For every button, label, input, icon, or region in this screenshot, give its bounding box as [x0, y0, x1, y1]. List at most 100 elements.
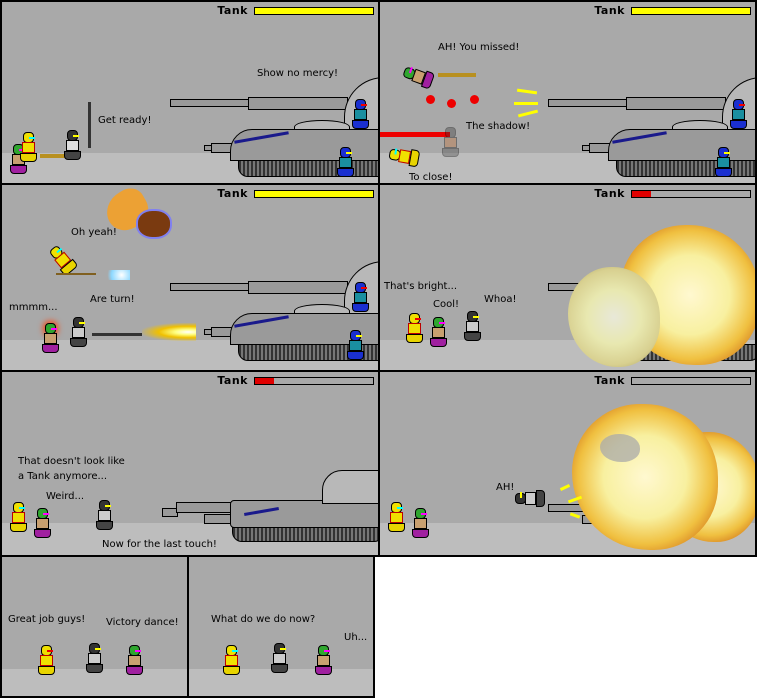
dialogue-thats-bright: That's bright... — [384, 281, 458, 292]
explosion-smoke-hole — [600, 434, 640, 462]
spear-weapon — [438, 73, 476, 77]
black-hero-flung — [515, 490, 545, 507]
dialogue-great-job: Great job guys! — [8, 614, 86, 625]
yellow-hero — [10, 502, 27, 532]
health-bar — [631, 189, 751, 198]
dialogue-oh-yeah: Oh yeah! — [71, 227, 117, 238]
red-laser-beam — [380, 132, 450, 137]
dialogue-doesnt-look-like-1: That doesn't look like — [18, 456, 125, 467]
comic-panel-8: What do we do now? Uh... — [187, 555, 375, 698]
black-hero — [96, 500, 113, 530]
floor — [2, 669, 187, 696]
tank-hull — [230, 129, 378, 161]
hud-label: Tank — [594, 374, 625, 387]
blue-villain-bottom — [337, 147, 354, 177]
comic-panel-7: Great job guys! Victory dance! — [0, 555, 189, 698]
health-bar — [254, 6, 374, 15]
dialogue-cool: Cool! — [433, 299, 460, 310]
dialogue-last-touch: Now for the last touch! — [102, 539, 217, 550]
health-fill — [255, 7, 373, 14]
dialogue-to-close: To close! — [409, 172, 453, 183]
tank-health-hud: Tank — [217, 4, 374, 17]
black-hero-shooting — [70, 317, 87, 347]
wreck-turret — [322, 470, 378, 504]
dialogue-what-now: What do we do now? — [211, 614, 316, 625]
dialogue-get-ready: Get ready! — [98, 115, 152, 126]
impact-line — [569, 512, 581, 519]
tank-upper-barrel-base — [248, 97, 348, 110]
floor — [189, 669, 373, 696]
rifle-weapon — [92, 333, 142, 336]
yellow-hero — [20, 132, 37, 162]
yellow-hero-surfing — [46, 243, 79, 277]
comic-panel-2: Tank AH! You missed! The shadow! To clos… — [378, 0, 757, 185]
dialogue-the-shadow: The shadow! — [466, 121, 531, 132]
health-bar — [631, 376, 751, 385]
tank-tread — [238, 160, 378, 177]
yellow-hero — [223, 645, 240, 675]
dialogue-are-turn: Are turn! — [90, 294, 135, 305]
wreck-tread — [232, 527, 378, 542]
tank-tread — [616, 160, 755, 177]
blue-villain-top — [352, 282, 369, 312]
board — [56, 273, 96, 275]
comic-panel-3: Tank Oh yeah! mmmm... Are turn! — [0, 183, 380, 372]
green-hero — [315, 645, 332, 675]
health-fill — [255, 190, 373, 197]
comic-panel-6: Tank AH! — [378, 370, 757, 557]
dialogue-doesnt-look-like-2: a Tank anymore... — [18, 471, 108, 482]
explosion-small — [568, 267, 660, 367]
hud-label: Tank — [217, 4, 248, 17]
red-blast-dot — [447, 99, 456, 108]
dialogue-victory-dance: Victory dance! — [106, 617, 179, 628]
dialogue-you-missed: AH! You missed! — [438, 42, 520, 53]
health-bar — [254, 376, 374, 385]
sword-weapon — [88, 102, 91, 148]
tank-health-hud: Tank — [594, 374, 751, 387]
green-hero — [126, 645, 143, 675]
tank-upper-barrel — [170, 283, 250, 291]
green-hero — [34, 508, 51, 538]
blue-villain-top — [730, 99, 747, 129]
explosion-final — [572, 404, 718, 550]
blue-villain-bottom — [715, 147, 732, 177]
dialogue-whoa: Whoa! — [484, 294, 517, 305]
blue-villain-bottom — [347, 330, 364, 360]
dialogue-ah: AH! — [496, 482, 515, 493]
muzzle-flash — [516, 88, 538, 95]
health-fill — [632, 190, 651, 197]
black-hero — [86, 643, 103, 673]
black-hero — [271, 643, 288, 673]
tank-health-hud: Tank — [594, 4, 751, 17]
tank-health-hud: Tank — [217, 187, 374, 200]
yellow-hero — [406, 313, 423, 343]
health-fill — [255, 377, 274, 384]
red-blast-dot — [426, 95, 435, 104]
health-fill — [632, 7, 750, 14]
comic-panel-1: Tank Get ready! Show no mercy! — [0, 0, 380, 185]
fire-blast — [142, 323, 196, 341]
blue-energy-blast — [102, 270, 130, 280]
black-hero-shadow — [442, 127, 459, 157]
wreck-hull — [230, 500, 378, 528]
tank-upper-barrel — [548, 99, 628, 107]
dialogue-show-no-mercy: Show no mercy! — [257, 68, 339, 79]
dialogue-mmmm: mmmm... — [9, 302, 58, 313]
hud-label: Tank — [594, 187, 625, 200]
wreck-barrel-piece — [204, 514, 232, 524]
tank-health-hud: Tank — [217, 374, 374, 387]
hud-label: Tank — [594, 4, 625, 17]
yellow-hero — [388, 502, 405, 532]
dialogue-weird: Weird... — [46, 491, 85, 502]
health-bar — [631, 6, 751, 15]
comic-panel-4: Tank That's bright... Cool! Whoa! — [378, 183, 757, 372]
comic-panel-5: Tank That doesn't look like a Tank anymo… — [0, 370, 380, 557]
red-blast-dot — [470, 95, 479, 104]
spear-weapon — [40, 154, 70, 158]
impact-line — [559, 484, 571, 491]
black-hero — [464, 311, 481, 341]
muzzle-flash — [514, 102, 538, 105]
tank-health-hud: Tank — [594, 187, 751, 200]
tank-hull — [608, 129, 755, 161]
green-hero — [430, 317, 447, 347]
